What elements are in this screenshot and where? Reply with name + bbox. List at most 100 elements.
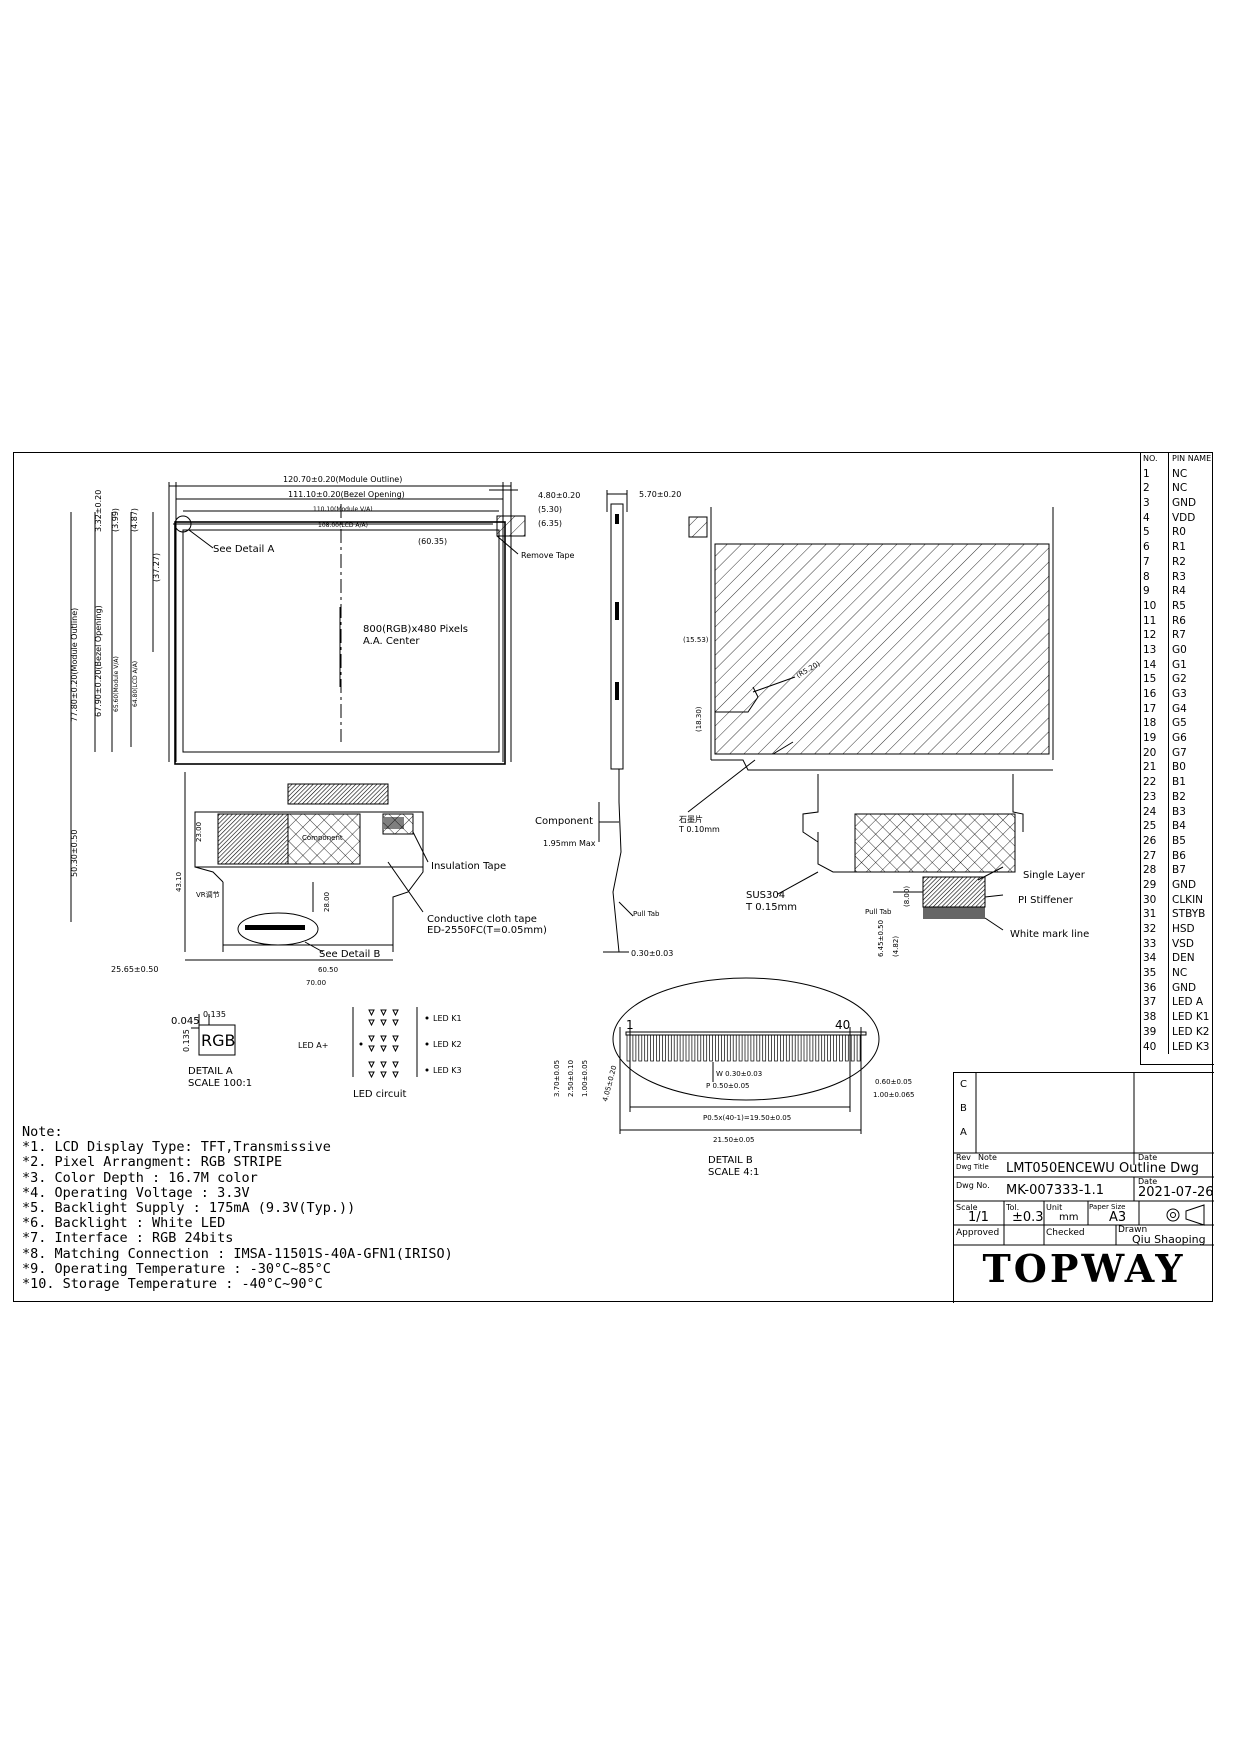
dwg-title: LMT050ENCEWU Outline Dwg: [1006, 1161, 1200, 1176]
dim-v-outline: 77.80±0.20(Module Outline): [70, 608, 79, 722]
dim-px-b: 0.045: [171, 1016, 200, 1027]
notes-list: *1. LCD Display Type: TFT,Transmissive*2…: [22, 1140, 502, 1292]
label-stiffener-note2: T 0.10mm: [678, 825, 720, 834]
connector-finger: [791, 1034, 796, 1062]
led-circuit: [352, 1007, 429, 1079]
label-rgb: RGB: [201, 1031, 236, 1050]
dim-side-1830: (18.30): [695, 706, 703, 732]
connector-finger: [827, 1034, 831, 1062]
dim-center-offset: (60.35): [418, 537, 447, 546]
notes-title: Note:: [22, 1124, 63, 1140]
title-block: C B A Rev Note Date Dwg Title LMT050ENCE…: [953, 1072, 1214, 1303]
scale-label: Scale: [956, 1203, 978, 1212]
label-led-k2: LED K2: [433, 1040, 462, 1049]
connector-finger: [644, 1034, 649, 1062]
pin-name: LED K3: [1172, 1040, 1210, 1053]
dwg-no-label: Dwg No.: [956, 1181, 990, 1190]
pin-name: LED K2: [1172, 1025, 1210, 1038]
note-item: *9. Operating Temperature : -30°C~85°C: [22, 1260, 331, 1277]
rev-c: C: [960, 1079, 967, 1090]
connector-finger: [691, 1034, 696, 1062]
dwg-title-label: Dwg Title: [956, 1163, 989, 1171]
dim-v-va: 65.60(Module V/A): [113, 656, 120, 712]
back-view: [687, 507, 1054, 931]
dim-d-a: 0.60±0.05: [875, 1078, 912, 1086]
connector-finger: [839, 1034, 843, 1062]
pin-number: 30: [1141, 892, 1169, 908]
paper-value: A3: [1109, 1210, 1127, 1225]
label-aa-center: A.A. Center: [363, 636, 420, 647]
note-item: *2. Pixel Arrangment: RGB STRIPE: [22, 1154, 283, 1171]
pin-name: STBYB: [1172, 908, 1206, 921]
unit-value: mm: [1059, 1212, 1079, 1223]
connector-finger: [750, 1034, 755, 1062]
label-white-mark: White mark line: [1010, 929, 1089, 940]
label-led-a: LED A+: [298, 1041, 328, 1050]
dim-fpc-43: 43.10: [175, 872, 183, 892]
connector-finger: [774, 1034, 778, 1062]
pin-name: GND: [1172, 878, 1197, 891]
dim-p: P 0.50±0.05: [706, 1082, 749, 1090]
pin-table-header: NO. PIN NAME: [1141, 452, 1214, 467]
label-pin1: 1: [626, 1018, 634, 1032]
connector-finger: [815, 1034, 820, 1062]
dim-bezel-opening: 111.10±0.20(Bezel Opening): [288, 490, 405, 499]
pin-name: R3: [1172, 570, 1186, 583]
dim-w: W 0.30±0.03: [716, 1070, 762, 1078]
dim-top-c: (4.87): [130, 508, 139, 532]
connector-finger: [809, 1034, 814, 1062]
dim-tail-thk: 0.30±0.03: [631, 949, 673, 958]
pin-name: NC: [1172, 467, 1188, 480]
drawn-label: Drawn: [1118, 1225, 1148, 1235]
pin-name: R6: [1172, 614, 1186, 627]
sheet-frame: [13, 452, 1213, 1302]
dim-right-c: (6.35): [538, 519, 562, 528]
pin-number: 8: [1141, 569, 1169, 585]
pin-name: G5: [1172, 717, 1187, 730]
label-conductive-tape-spec: ED-2550FC(T=0.05mm): [427, 925, 547, 936]
dim-v1: 3.70±0.05: [553, 1060, 561, 1097]
dim-fpc-28: 28.00: [323, 892, 331, 912]
dim-comp-max: 1.95mm Max: [543, 839, 596, 848]
pin-name: DEN: [1172, 952, 1195, 965]
label-pull-tab-2: Pull Tab: [865, 908, 892, 916]
label-component: Component: [535, 816, 593, 827]
label-pin40: 40: [835, 1018, 850, 1032]
note-item: *1. LCD Display Type: TFT,Transmissive: [22, 1139, 331, 1156]
pin-number: 27: [1141, 848, 1169, 864]
pin-name: GND: [1172, 497, 1197, 510]
pin-name: R7: [1172, 629, 1186, 642]
connector-finger: [844, 1034, 849, 1062]
pin-name: R2: [1172, 555, 1186, 568]
note-item: *3. Color Depth : 16.7M color: [22, 1169, 258, 1186]
checked-label: Checked: [1046, 1228, 1085, 1238]
connector-finger: [756, 1034, 761, 1062]
pin-name: G6: [1172, 732, 1187, 745]
connector-finger: [703, 1034, 708, 1062]
dim-lcd-aa: 108.00(LCD A/A): [318, 522, 368, 529]
pin-name: HSD: [1172, 923, 1195, 935]
label-detail-a: DETAIL A: [188, 1066, 233, 1077]
rev-label: Rev: [956, 1153, 971, 1162]
pin-number: 11: [1141, 613, 1169, 629]
label-led-k1: LED K1: [433, 1014, 462, 1023]
topway-logo: TOPWAY: [982, 1246, 1186, 1291]
dim-v-aa: 64.80(LCD A/A): [132, 661, 139, 707]
pin-name: G1: [1172, 658, 1187, 671]
dim-thick: 5.70±0.20: [639, 490, 681, 499]
connector-finger: [797, 1034, 802, 1062]
drawing-canvas: 120.70±0.20(Module Outline) 111.10±0.20(…: [13, 452, 1213, 1302]
detail-a: [191, 1014, 236, 1056]
label-pixels: 800(RGB)x480 Pixels: [363, 624, 468, 635]
